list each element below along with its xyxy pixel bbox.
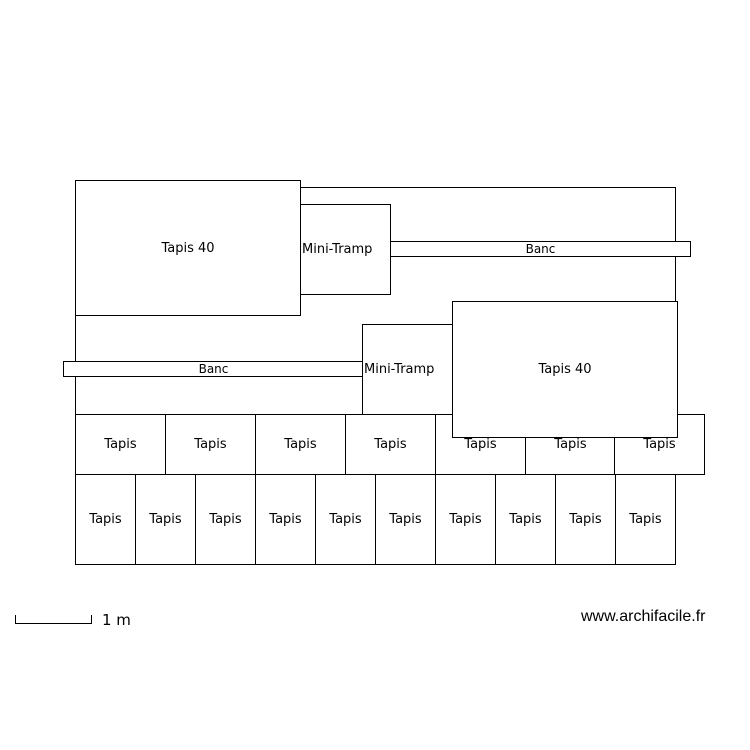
tapis-label: Tapis (554, 437, 587, 452)
tapis-label: Tapis (569, 512, 602, 527)
credit-text: www.archifacile.fr (581, 608, 706, 625)
tapis-row1-2[interactable]: Tapis (165, 414, 256, 475)
mini-tramp-middle[interactable]: Mini-Tramp (362, 324, 453, 415)
tapis-label: Tapis (284, 437, 317, 452)
tapis40-right[interactable]: Tapis 40 (452, 301, 678, 438)
tapis-label: Tapis (389, 512, 422, 527)
tapis-label: Tapis (194, 437, 227, 452)
tapis-row2-10[interactable]: Tapis (615, 474, 676, 565)
tapis-row2-3[interactable]: Tapis (195, 474, 256, 565)
tapis-row2-2[interactable]: Tapis (135, 474, 196, 565)
tapis-label: Tapis (643, 437, 676, 452)
tapis-row2-6[interactable]: Tapis (375, 474, 436, 565)
tapis-row1-3[interactable]: Tapis (255, 414, 346, 475)
mini-tramp-label: Mini-Tramp (364, 362, 435, 377)
tapis40-label: Tapis 40 (161, 240, 215, 256)
mini-tramp-label: Mini-Tramp (302, 242, 373, 257)
scale-bar (15, 615, 92, 624)
tapis-label: Tapis (104, 437, 137, 452)
banc-top[interactable]: Banc (390, 241, 691, 257)
scale-label: 1 m (102, 611, 131, 629)
tapis-row1-4[interactable]: Tapis (345, 414, 436, 475)
banc-label: Banc (198, 362, 229, 376)
banc-label: Banc (525, 242, 556, 256)
tapis40-label: Tapis 40 (538, 362, 592, 377)
tapis-label: Tapis (209, 512, 242, 527)
tapis-label: Tapis (269, 512, 302, 527)
mini-tramp-top[interactable]: Mini-Tramp (300, 204, 391, 295)
tapis-row2-5[interactable]: Tapis (315, 474, 376, 565)
tapis-label: Tapis (464, 437, 497, 452)
tapis-row2-9[interactable]: Tapis (555, 474, 616, 565)
tapis-label: Tapis (374, 437, 407, 452)
tapis-row2-1[interactable]: Tapis (75, 474, 136, 565)
banc-left[interactable]: Banc (63, 361, 364, 377)
tapis40-top-left[interactable]: Tapis 40 (75, 180, 301, 316)
tapis-label: Tapis (509, 512, 542, 527)
tapis-label: Tapis (329, 512, 362, 527)
tapis-row2-8[interactable]: Tapis (495, 474, 556, 565)
tapis-row2-7[interactable]: Tapis (435, 474, 496, 565)
tapis-row1-1[interactable]: Tapis (75, 414, 166, 475)
tapis-label: Tapis (89, 512, 122, 527)
tapis-row2-4[interactable]: Tapis (255, 474, 316, 565)
tapis-label: Tapis (149, 512, 182, 527)
tapis-label: Tapis (449, 512, 482, 527)
tapis-label: Tapis (629, 512, 662, 527)
